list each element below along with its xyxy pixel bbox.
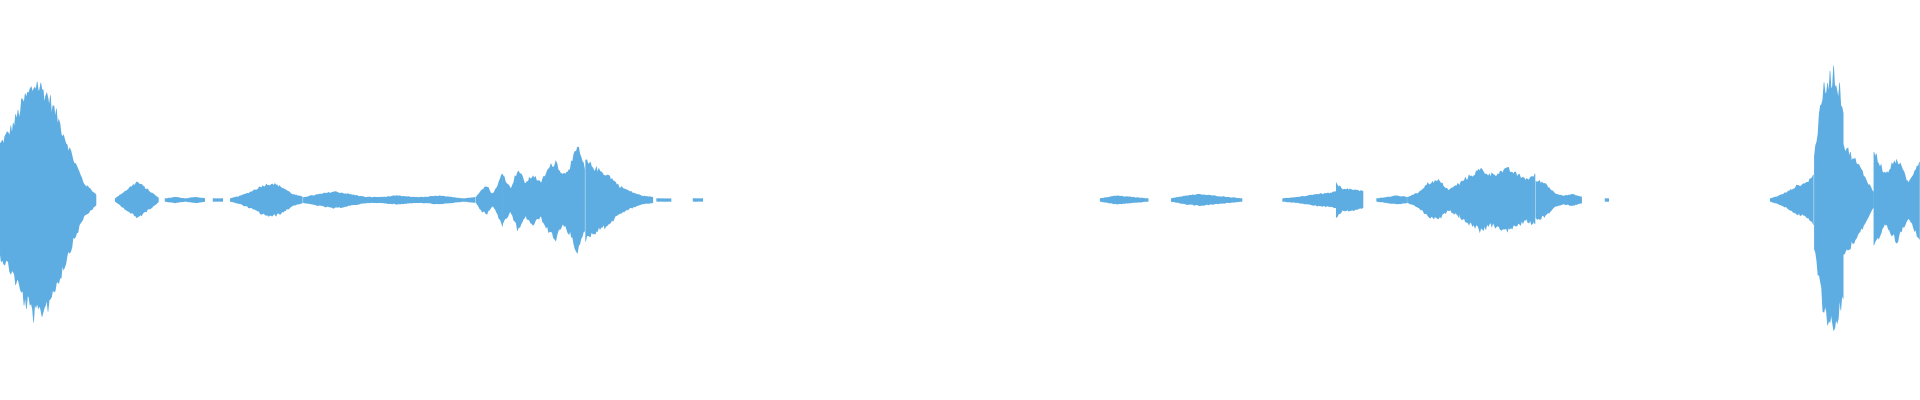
waveform-segment bbox=[585, 159, 654, 242]
waveform-segment bbox=[1099, 195, 1149, 205]
waveform-segment bbox=[1842, 143, 1874, 255]
waveform-segment bbox=[0, 81, 97, 323]
waveform-segment bbox=[1336, 182, 1363, 219]
waveform-segment bbox=[212, 198, 223, 202]
waveform-segment bbox=[1814, 65, 1844, 332]
waveform-segment bbox=[303, 191, 413, 209]
waveform-segment bbox=[1407, 178, 1460, 220]
waveform-segment bbox=[1769, 174, 1814, 225]
waveform-segment bbox=[1453, 166, 1536, 234]
waveform-segment bbox=[1376, 195, 1407, 205]
waveform-segment bbox=[230, 182, 303, 217]
waveform-segment bbox=[114, 181, 159, 219]
waveform-segment bbox=[692, 198, 703, 202]
waveform-segment bbox=[1170, 193, 1243, 207]
waveform-segment bbox=[1604, 198, 1609, 202]
waveform-segment bbox=[1873, 151, 1920, 246]
waveform-segment bbox=[412, 195, 476, 205]
waveform-segment bbox=[656, 198, 672, 202]
waveform-segment bbox=[475, 173, 503, 227]
waveform-segment bbox=[502, 146, 585, 254]
waveform-segment bbox=[164, 196, 205, 204]
waveform-segment bbox=[1535, 180, 1582, 220]
